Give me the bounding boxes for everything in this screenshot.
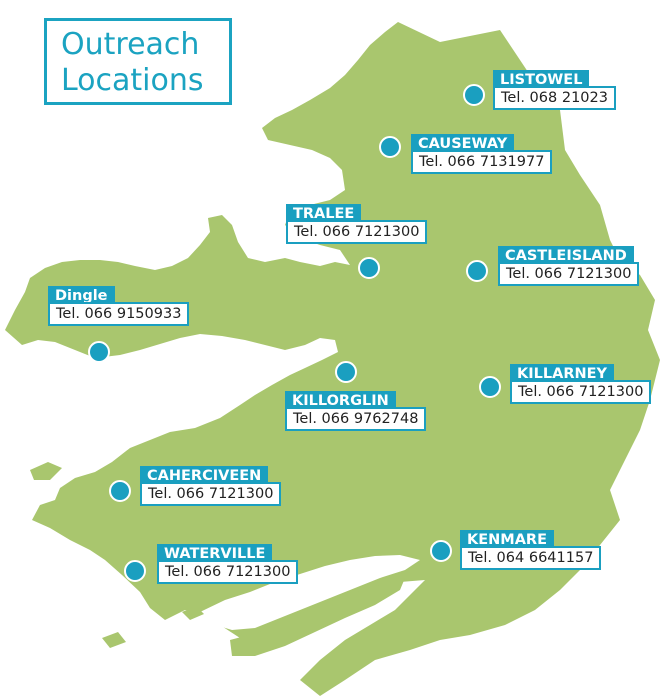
island (102, 632, 126, 648)
location-phone: Tel. 066 9150933 (48, 301, 190, 326)
location-marker-caherciveen[interactable] (109, 480, 131, 502)
location-phone: Tel. 066 7121300 (140, 481, 282, 506)
location-label-killorglin: KILLORGLIN Tel. 066 9762748 (285, 391, 427, 431)
location-name: CAHERCIVEEN (140, 466, 269, 487)
location-marker-kenmare[interactable] (430, 540, 452, 562)
location-marker-killorglin[interactable] (335, 361, 357, 383)
location-marker-tralee[interactable] (358, 257, 380, 279)
location-name: Dingle (48, 286, 115, 307)
location-phone: Tel. 066 7131977 (411, 149, 553, 174)
location-marker-castleisland[interactable] (466, 260, 488, 282)
island (182, 606, 204, 620)
location-marker-dingle[interactable] (88, 341, 110, 363)
location-name: LISTOWEL (493, 70, 590, 91)
location-label-waterville: WATERVILLE Tel. 066 7121300 (157, 544, 299, 584)
location-label-castleisland: CASTLEISLAND Tel. 066 7121300 (498, 246, 640, 286)
location-phone: Tel. 064 6641157 (460, 545, 602, 570)
location-label-caherciveen: CAHERCIVEEN Tel. 066 7121300 (140, 466, 282, 506)
location-marker-killarney[interactable] (479, 376, 501, 398)
location-phone: Tel. 068 21023 (493, 85, 616, 110)
location-phone: Tel. 066 9762748 (285, 406, 427, 431)
location-marker-waterville[interactable] (124, 560, 146, 582)
location-label-tralee: TRALEE Tel. 066 7121300 (286, 204, 428, 244)
location-label-killarney: KILLARNEY Tel. 066 7121300 (510, 364, 652, 404)
county-land (5, 22, 660, 696)
location-name: CAUSEWAY (411, 134, 515, 155)
location-name: TRALEE (286, 204, 362, 225)
map-title: Outreach Locations (44, 18, 232, 105)
location-label-listowel: LISTOWEL Tel. 068 21023 (493, 70, 616, 110)
title-line-2: Locations (61, 63, 204, 98)
title-line-1: Outreach (61, 27, 200, 62)
island (30, 462, 62, 480)
location-phone: Tel. 066 7121300 (510, 379, 652, 404)
location-label-kenmare: KENMARE Tel. 064 6641157 (460, 530, 602, 570)
location-phone: Tel. 066 7121300 (157, 559, 299, 584)
location-marker-listowel[interactable] (463, 84, 485, 106)
location-label-causeway: CAUSEWAY Tel. 066 7131977 (411, 134, 553, 174)
kenmare-river (200, 555, 420, 630)
location-label-dingle: Dingle Tel. 066 9150933 (48, 286, 190, 326)
location-name: CASTLEISLAND (498, 246, 634, 267)
location-name: KENMARE (460, 530, 554, 551)
location-phone: Tel. 066 7121300 (498, 261, 640, 286)
location-name: WATERVILLE (157, 544, 273, 565)
location-phone: Tel. 066 7121300 (286, 219, 428, 244)
location-name: KILLORGLIN (285, 391, 396, 412)
beara-peninsula (230, 578, 405, 656)
location-marker-causeway[interactable] (379, 136, 401, 158)
location-name: KILLARNEY (510, 364, 615, 385)
dingle-bay (70, 340, 262, 388)
